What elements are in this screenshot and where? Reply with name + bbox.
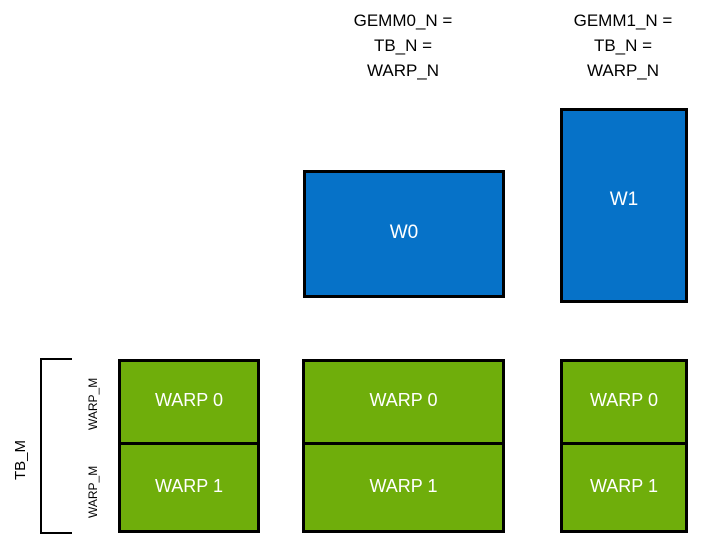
warp-cell-col0-warp1[interactable]: WARP 1 <box>118 442 260 533</box>
warp-cell-col2-warp0-label: WARP 0 <box>589 390 659 410</box>
warp-cell-col1-warp0[interactable]: WARP 0 <box>302 359 505 445</box>
caption-gemm1: GEMM1_N = TB_N = WARP_N <box>573 11 673 80</box>
warp-cell-col0-warp0[interactable]: WARP 0 <box>118 359 260 445</box>
warp-cell-col1-warp0-label: WARP 0 <box>369 390 438 410</box>
blue-block-w1[interactable]: W1 <box>560 108 688 303</box>
warp-cell-col0-warp0-label: WARP 0 <box>154 390 224 410</box>
warp-m-label-top: WARP_M <box>86 377 100 430</box>
caption-gemm0: GEMM0_N = TB_N = WARP_N <box>353 11 453 80</box>
warp-cell-col1-warp1-label: WARP 1 <box>369 475 438 496</box>
warp-cell-col2-warp1[interactable]: WARP 1 <box>560 442 688 533</box>
warp-column-1: WARP 0 WARP 1 <box>302 359 505 533</box>
tb-m-bracket <box>40 358 72 534</box>
warp-column-2: WARP 0 WARP 1 <box>560 359 688 533</box>
warp-cell-col2-warp1-label: WARP 1 <box>589 475 659 496</box>
tb-m-label: TB_M <box>12 439 29 480</box>
blue-block-w1-label: W1 <box>609 189 639 210</box>
warp-cell-col2-warp0[interactable]: WARP 0 <box>560 359 688 445</box>
blue-block-w0[interactable]: W0 <box>303 170 505 298</box>
blue-block-w0-label: W0 <box>389 221 419 243</box>
warp-cell-col0-warp1-label: WARP 1 <box>154 475 224 496</box>
warp-m-label-bottom: WARP_M <box>86 465 100 518</box>
warp-column-0: WARP 0 WARP 1 <box>118 359 260 533</box>
warp-cell-col1-warp1[interactable]: WARP 1 <box>302 442 505 533</box>
